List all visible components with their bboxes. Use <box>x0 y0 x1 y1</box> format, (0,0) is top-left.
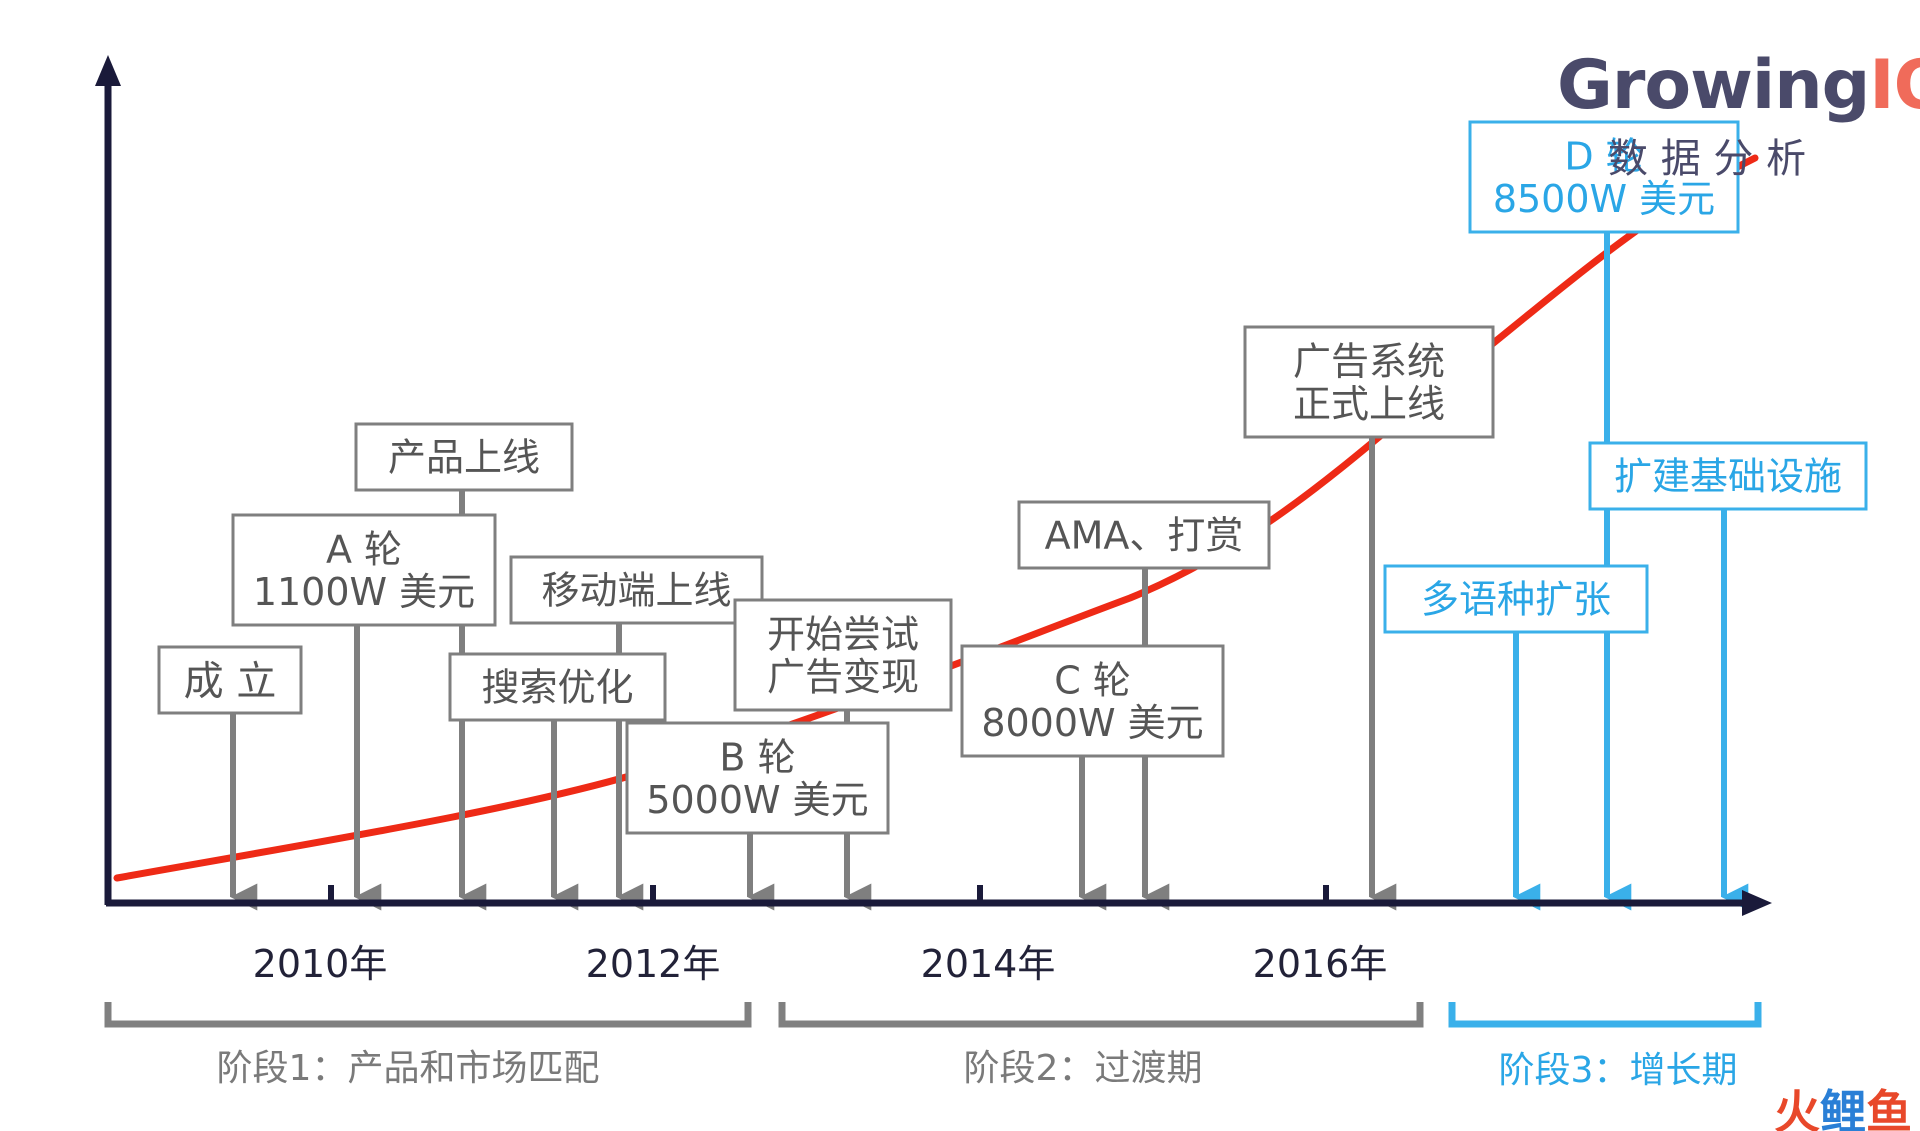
event-label-ad-system-line-2: 正式上线 <box>1293 382 1445 426</box>
growth-curve <box>113 154 1759 882</box>
event-label-infrastructure-line-1: 扩建基础设施 <box>1614 455 1842 499</box>
phase-3-label: 阶段3：增长期 <box>1499 1050 1738 1091</box>
event-label-ad-monetize-line-1: 开始尝试 <box>767 612 919 656</box>
logo-subtitle: 数 据 分 析 <box>1608 136 1806 182</box>
phase-1-bracket <box>104 1002 752 1028</box>
event-label-mobile-launch-line-1: 移动端上线 <box>541 569 731 613</box>
event-label-round-b-line-1: B 轮 <box>719 735 795 779</box>
logo-text-growing: Growing <box>1557 46 1869 125</box>
event-label-product-launch-line-1: 产品上线 <box>388 436 540 480</box>
year-label-2010: 2010年 <box>253 942 388 986</box>
event-label-round-a-line-2: 1100W 美元 <box>253 570 475 614</box>
event-label-ad-system-line-1: 广告系统 <box>1293 339 1445 383</box>
event-box-mobile-launch: 移动端上线 <box>509 555 764 625</box>
event-label-round-c-line-1: C 轮 <box>1054 658 1131 702</box>
phase-3-bracket <box>1448 1002 1762 1028</box>
x-axis <box>106 890 1772 916</box>
year-label-2012: 2012年 <box>586 942 721 986</box>
year-label-2014: 2014年 <box>921 942 1056 986</box>
year-label-2016: 2016年 <box>1253 942 1388 986</box>
event-label-round-b-line-2: 5000W 美元 <box>646 778 868 822</box>
event-box-search-opt: 搜索优化 <box>448 652 667 722</box>
y-axis <box>95 55 121 905</box>
event-label-round-a-line-1: A 轮 <box>326 527 402 571</box>
watermark-char-3: 鱼 <box>1866 1085 1912 1131</box>
event-box-founded: 成 立 <box>157 645 303 715</box>
event-label-round-d-line-2: 8500W 美元 <box>1493 177 1715 221</box>
event-label-founded-line-1: 成 立 <box>184 658 277 704</box>
event-label-ad-monetize-line-2: 广告变现 <box>767 655 919 699</box>
event-label-multi-lang-line-1: 多语种扩张 <box>1421 578 1611 622</box>
svg-text:GrowingIO: GrowingIO <box>1557 46 1920 125</box>
svg-text:火鲤鱼: 火鲤鱼 <box>1774 1085 1912 1131</box>
event-box-infrastructure: 扩建基础设施 <box>1588 441 1868 511</box>
watermark-logo: 火鲤鱼 <box>1774 1085 1912 1131</box>
event-label-ama-reward-line-1: AMA、打赏 <box>1045 514 1244 558</box>
logo-text-io: IO <box>1869 46 1920 125</box>
watermark-char-2: 鲤 <box>1820 1085 1866 1131</box>
phase-1-label: 阶段1：产品和市场匹配 <box>217 1048 600 1089</box>
event-box-product-launch: 产品上线 <box>354 422 574 492</box>
growingio-logo: GrowingIO 数 据 分 析 <box>1557 46 1920 182</box>
watermark-char-1: 火 <box>1774 1085 1820 1131</box>
event-label-search-opt-line-1: 搜索优化 <box>481 666 633 710</box>
phase-2-bracket <box>778 1002 1424 1028</box>
x-axis-ticks <box>328 885 1329 903</box>
event-box-ama-reward: AMA、打赏 <box>1017 500 1271 570</box>
phase-2-label: 阶段2：过渡期 <box>964 1048 1203 1089</box>
event-box-multi-lang: 多语种扩张 <box>1383 564 1649 634</box>
event-label-round-c-line-2: 8000W 美元 <box>981 701 1203 745</box>
event-label-round-d-line-1: D 轮 <box>1564 134 1643 178</box>
